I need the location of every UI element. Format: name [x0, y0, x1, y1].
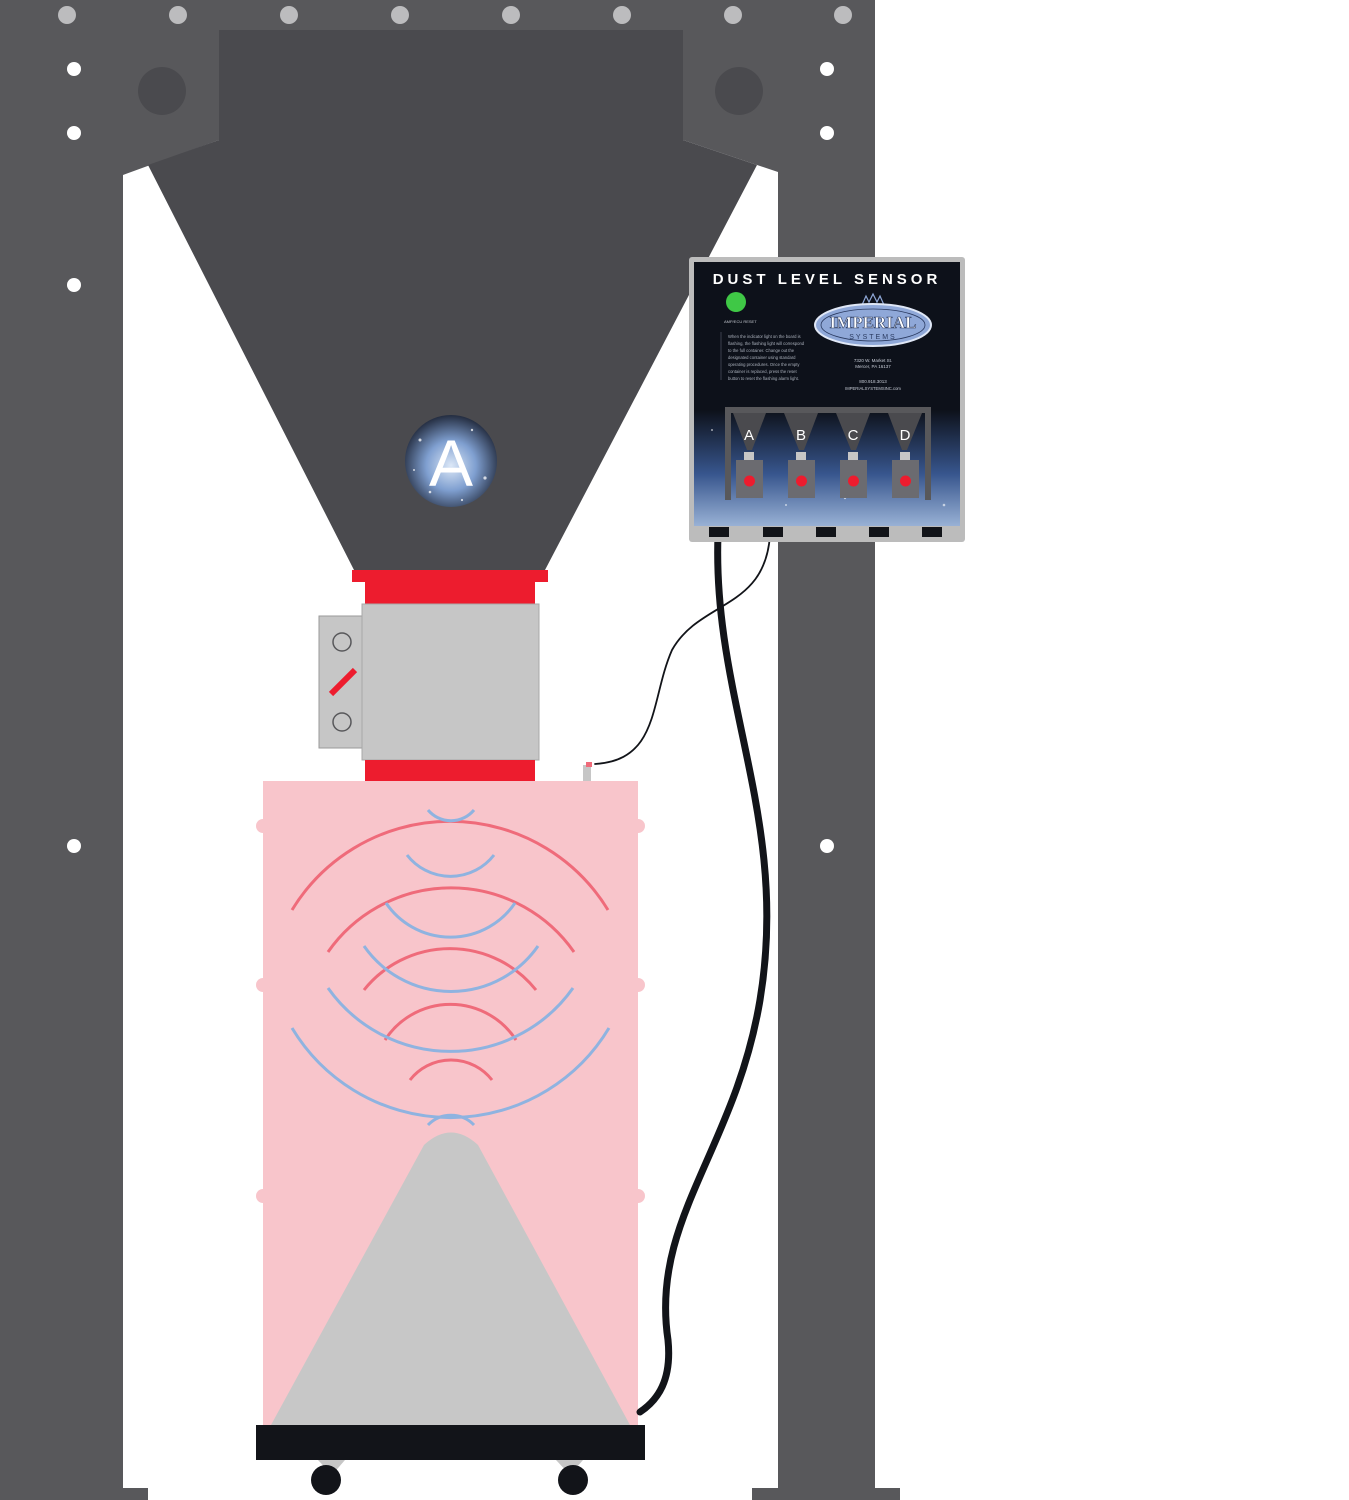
panel-hopper-c-label: C	[848, 427, 859, 444]
panel-instructions: When the indicator light on the board is…	[720, 332, 805, 381]
gate-upper-knob-icon	[332, 632, 352, 652]
thin-sensor-cable	[594, 534, 771, 765]
svg-text:button to reset the flashing a: button to reset the flashing alarm light…	[728, 376, 799, 381]
lower-coupling	[365, 760, 535, 781]
sensor-waves-red	[290, 819, 610, 1081]
address-line1: 7320 W. Market St.	[854, 358, 892, 363]
panel-cable-ports	[709, 527, 942, 537]
logo-sub-text: SYSTEMS	[849, 334, 896, 341]
frame-left-boss	[138, 67, 186, 115]
container-ribs	[256, 819, 645, 1203]
address-line2: Mercer, PA 16137	[855, 364, 891, 369]
gate-lower-knob-icon	[332, 712, 352, 732]
logo-main-text: IMPERIAL	[830, 313, 917, 332]
panel-title: DUST LEVEL SENSOR	[713, 271, 942, 288]
sensor-waves-blue	[290, 808, 611, 1127]
cart-wheel-left	[311, 1465, 341, 1495]
panel-contact-info: 7320 W. Market St. Mercer, PA 16137 800.…	[845, 358, 901, 391]
upper-flange	[352, 570, 548, 582]
slide-gate-body	[361, 603, 540, 761]
gate-lever-icon	[328, 667, 358, 697]
sensor-cables	[594, 531, 771, 1416]
phone-number: 800.918.3013	[859, 379, 887, 384]
reset-button-c[interactable]	[848, 475, 859, 487]
status-indicator-label: AMP/ECU RESET	[724, 319, 757, 324]
container-sensor-probe	[583, 762, 592, 781]
panel-dust-art	[694, 410, 960, 526]
hopper-body	[148, 30, 757, 570]
frame-left-gusset	[0, 30, 219, 1500]
panel-mini-diagram: A B C D	[725, 407, 931, 500]
upper-coupling	[365, 582, 535, 604]
reset-button-d[interactable]	[900, 475, 911, 487]
cart-base	[256, 1425, 645, 1460]
imperial-systems-logo: IMPERIAL SYSTEMS	[814, 292, 932, 347]
frame-right-foot	[752, 1488, 900, 1500]
panel-hopper-b-label: B	[796, 427, 806, 444]
website: IMPERIALSYSTEMSINC.com	[845, 386, 901, 391]
frame-bolts	[58, 6, 852, 24]
svg-text:container is replaced, press t: container is replaced, press the reset	[728, 369, 798, 374]
cart	[256, 1425, 645, 1495]
hopper-label: A	[429, 426, 473, 500]
hopper-label-badge: A	[405, 415, 497, 507]
panel-hopper-d-label: D	[900, 427, 911, 444]
thick-power-cable	[636, 531, 771, 1416]
frame-top-beam	[0, 0, 875, 30]
dust-level-sensor-panel: DUST LEVEL SENSOR AMP/ECU RESET When the…	[689, 257, 965, 542]
reset-button-b[interactable]	[796, 475, 807, 487]
frame-right-boss	[715, 67, 763, 115]
hopper: A	[148, 30, 757, 570]
dust-container	[256, 762, 645, 1425]
svg-text:flashing, the flashing light w: flashing, the flashing light will corres…	[728, 341, 805, 346]
svg-text:to the full container. Change: to the full container. Change out the	[728, 348, 795, 353]
slide-gate-assembly	[318, 570, 548, 781]
frame-left-foot	[0, 1488, 148, 1500]
panel-hopper-a-label: A	[744, 427, 754, 444]
svg-text:operating procedures. Once the: operating procedures. Once the empty	[728, 362, 800, 367]
reset-button-a[interactable]	[744, 475, 755, 487]
svg-text:designated container using sta: designated container using standard	[728, 355, 796, 360]
cart-wheel-right	[558, 1465, 588, 1495]
status-indicator-light[interactable]	[726, 292, 746, 312]
dust-pile	[271, 1145, 630, 1425]
frame-rivets	[67, 62, 834, 853]
svg-text:When the indicator light on th: When the indicator light on the board is	[728, 334, 801, 339]
